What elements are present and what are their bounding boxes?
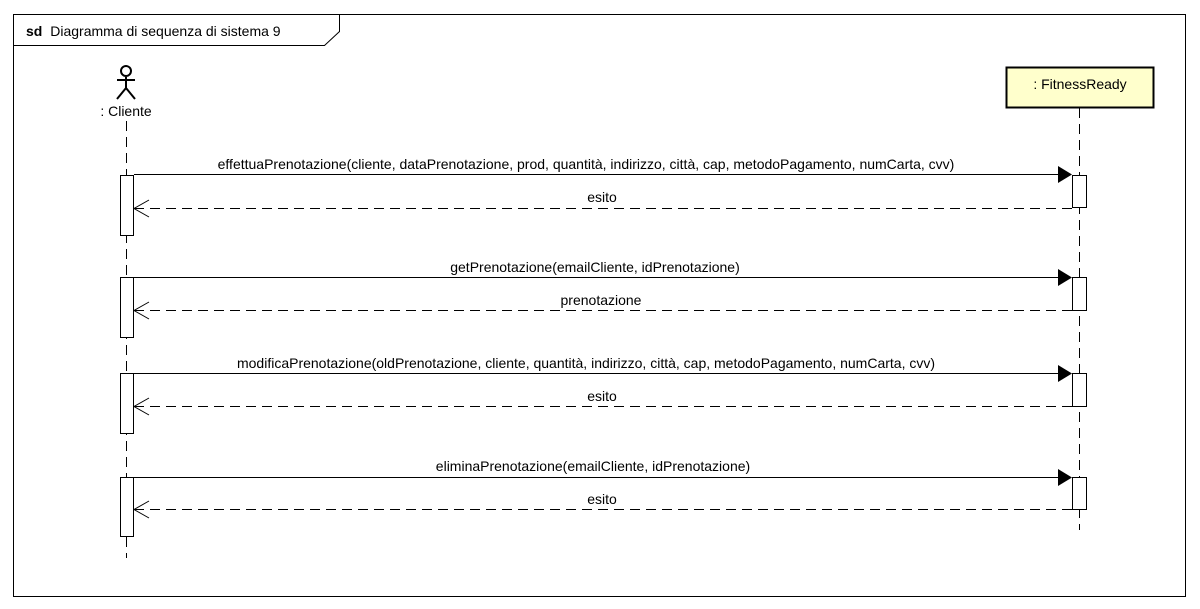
- call-label: modificaPrenotazione(oldPrenotazione, cl…: [237, 355, 935, 371]
- reply-arrowhead: [132, 500, 150, 519]
- call-label: effettuaPrenotazione(cliente, dataPrenot…: [218, 156, 955, 172]
- frame-title-tab: [13, 14, 340, 46]
- fitnessready-activation: [1072, 373, 1087, 407]
- fitnessready-activation: [1072, 175, 1087, 208]
- reply-label: esito: [587, 189, 617, 205]
- diagram-frame: [13, 14, 1186, 597]
- reply-arrowhead: [132, 301, 150, 320]
- reply-elimina-prenotazione: esito: [132, 491, 1072, 519]
- message-modifica-prenotazione: modificaPrenotazione(oldPrenotazione, cl…: [134, 355, 1072, 382]
- fitnessready-activation: [1072, 477, 1087, 510]
- system-box: [1005, 66, 1155, 109]
- cliente-activation: [120, 477, 134, 537]
- cliente-activation: [120, 373, 134, 434]
- message-get-prenotazione: getPrenotazione(emailCliente, idPrenotaz…: [134, 259, 1072, 286]
- cliente-activation: [120, 175, 134, 236]
- cliente-activation: [120, 277, 134, 338]
- reply-label: esito: [587, 388, 617, 404]
- call-label: eliminaPrenotazione(emailCliente, idPren…: [436, 458, 750, 474]
- call-label: getPrenotazione(emailCliente, idPrenotaz…: [450, 259, 740, 275]
- frame-title: sd Diagramma di sequenza di sistema 9: [26, 23, 281, 39]
- actor-left-leg: [116, 87, 127, 100]
- call-arrowhead: [1058, 365, 1072, 382]
- call-arrowhead: [1058, 269, 1072, 286]
- message-effettua-prenotazione: effettuaPrenotazione(cliente, dataPrenot…: [134, 156, 1072, 183]
- actor-cliente: [116, 65, 136, 100]
- reply-arrowhead: [132, 397, 150, 416]
- reply-arrowhead: [132, 199, 150, 218]
- call-arrowhead: [1058, 166, 1072, 183]
- frame-name: Diagramma di sequenza di sistema 9: [50, 23, 281, 39]
- reply-get-prenotazione: prenotazione: [132, 292, 1072, 320]
- fitnessready-activation: [1072, 277, 1087, 311]
- actor-right-leg: [125, 87, 136, 100]
- reply-label: prenotazione: [561, 292, 642, 308]
- actor-label: : Cliente: [100, 103, 152, 119]
- message-elimina-prenotazione: eliminaPrenotazione(emailCliente, idPren…: [134, 458, 1072, 486]
- actor-head: [120, 65, 132, 77]
- reply-effettua-prenotazione: esito: [132, 189, 1072, 218]
- system-label: : FitnessReady: [1033, 76, 1126, 92]
- call-arrowhead: [1058, 469, 1072, 486]
- frame-keyword: sd: [26, 23, 42, 39]
- reply-label: esito: [587, 491, 617, 507]
- reply-modifica-prenotazione: esito: [132, 388, 1072, 416]
